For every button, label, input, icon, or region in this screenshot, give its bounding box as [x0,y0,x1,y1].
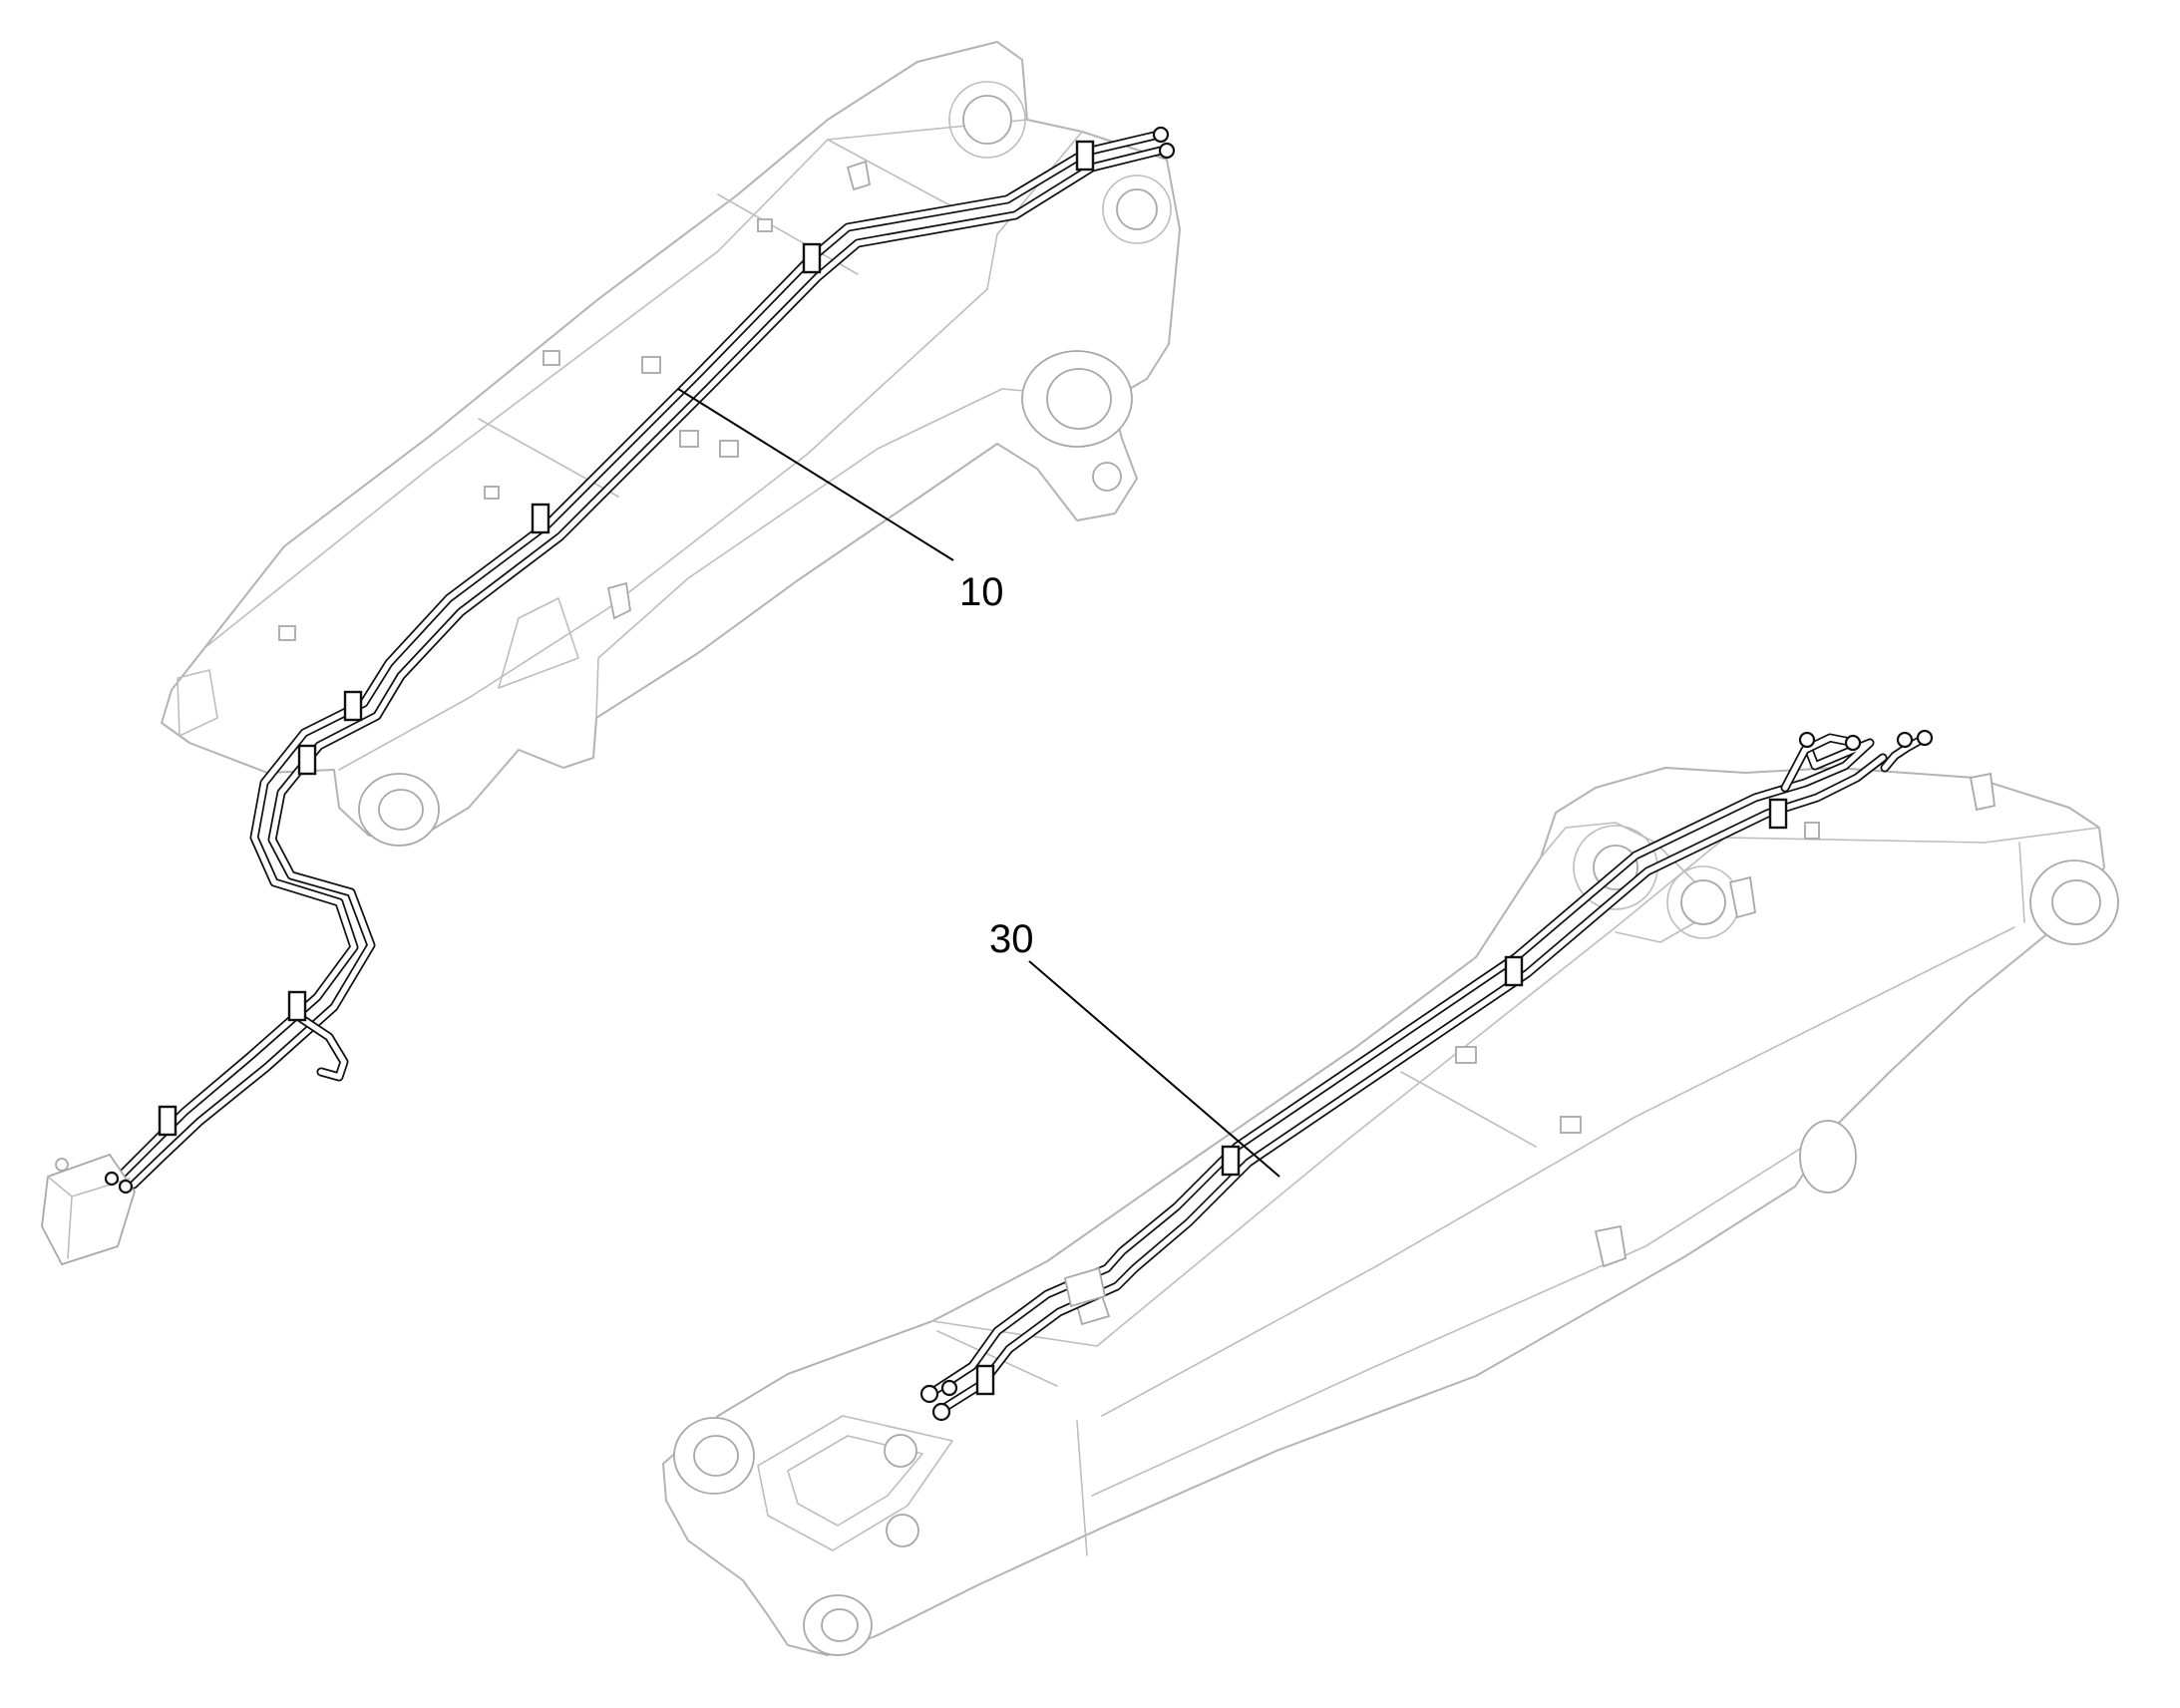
boom-front-pin-hole [378,789,424,831]
boom-mid-pin-boss [1102,174,1172,244]
arm-hose-loop-2-inner [1882,735,1928,771]
arm-fitting-3 [940,1379,958,1397]
boom-lug-4 [543,350,560,366]
callout-30-label: 30 [989,917,1034,961]
arm-hose-line [919,729,1934,1422]
boom-hook-bracket [606,581,631,620]
arm-clamp-1 [975,1364,995,1396]
arm-lug-2 [1560,1116,1582,1134]
boom-lug-2 [679,430,699,448]
arm-fitting-1 [919,1384,939,1404]
arm-link-pin-hole [886,1514,919,1547]
boom-lug-3 [719,440,739,458]
boom-top-pin-hole [962,95,1012,145]
callout-10-leader [677,388,954,561]
boom-front-bracket [177,669,218,737]
arm-fitting-7 [1916,729,1934,747]
boom-lower-edge [595,388,1113,719]
arm-bucket-pin-hole-1 [693,1435,739,1477]
arm-fitting-4 [1798,731,1816,749]
boom-pipe-b-inner [131,147,1168,1188]
arm-clamp-2 [1221,1145,1241,1177]
boom-valve-block [41,1153,136,1266]
boom-clamp-2 [802,242,822,274]
arm-lug-1 [1455,1046,1477,1064]
callout-10-group: 10 [677,388,1004,614]
boom-fitting-2 [1158,142,1176,160]
arm-vertical-2 [2018,842,2025,923]
boom-cross-line-2 [478,418,619,498]
boom-pilot-hose-inner [296,1014,347,1080]
boom-valve-port-3 [55,1158,69,1172]
arm-lug-bracket [1594,1224,1628,1268]
arm-lower-line [1091,1126,1836,1497]
boom-mid-pin-hole [1116,188,1158,230]
boom-lug-5 [484,486,500,500]
arm-fitting-6 [1896,731,1914,749]
arm-fitting-5 [1844,734,1862,752]
boom-clamp-3 [531,503,550,534]
boom-clamp-7 [158,1105,178,1137]
boom-top-bracket [846,160,872,191]
arm-front-pin-detail [884,1434,917,1468]
arm-clamp-4 [1768,798,1788,830]
callout-30-leader [1028,960,1280,1178]
boom-lug-6 [278,625,296,641]
arm-cross-1 [1400,1071,1537,1148]
callout-30-group: 30 [989,917,1280,1178]
boom-web-plate [498,597,579,689]
boom-pipe-a-inner [117,132,1162,1180]
arm-mid-pin-hole [1680,879,1726,925]
arm-ridge-top [931,827,2100,1347]
boom-top-pin-boss [948,81,1026,159]
arm-fork-slot [757,1415,953,1551]
boom-lug-1 [641,356,661,374]
boom-lug-7 [757,218,773,232]
arm-rear-pin-hole [2051,879,2101,925]
arm-bucket-pin-hole-2 [821,1608,859,1642]
boom-fitting-1 [1152,126,1170,144]
callout-10-label: 10 [959,570,1004,614]
arm-clamp-3 [1504,955,1524,987]
arm-hook-bracket-2 [1969,772,1996,812]
boom-clamp-5 [297,744,317,776]
boom-foot-pin-hole [1046,368,1112,430]
boom-ridge-top [203,119,1028,649]
arm-hose-loop-1-inner [1782,735,1858,791]
arm-assembly [662,767,2119,1656]
arm-hook-bracket-1 [1728,875,1757,919]
boom-valve-port-2 [118,1179,134,1195]
arm-vertical-1 [1076,1420,1088,1556]
arm-fitting-2 [931,1402,951,1422]
boom-hose-line [41,126,1176,1266]
boom-clamp-1 [1075,140,1095,171]
boom-valve-port-1 [104,1171,120,1187]
arm-lug-3 [1804,822,1820,840]
arm-hose-guide [1063,1266,1107,1308]
boom-cross-line-3 [827,139,958,210]
boom-lower-pin-hole [1092,462,1122,492]
arm-side-boss [1799,1120,1857,1194]
boom-clamp-4 [343,690,363,722]
arm-pipe-b-inner [936,755,1886,1414]
boom-ridge-side [338,131,1083,771]
boom-body [161,41,1181,839]
arm-fork-inner [787,1435,923,1527]
boom-clamp-6 [287,990,307,1022]
arm-ridge-bottom [1101,926,2015,1417]
